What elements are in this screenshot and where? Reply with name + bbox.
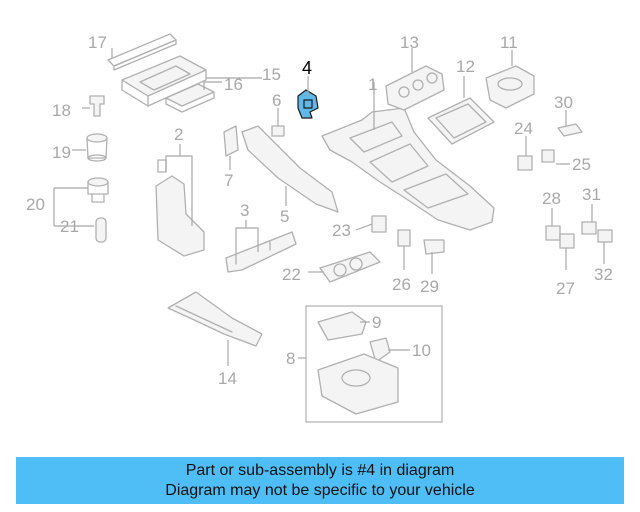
callout-25: 25 bbox=[572, 155, 591, 174]
part-32-switch bbox=[597, 229, 613, 243]
part-1-console bbox=[321, 107, 495, 231]
callout-20: 20 bbox=[26, 195, 45, 214]
banner-line-1: Part or sub-assembly is #4 in diagram bbox=[185, 462, 455, 479]
part-14-duct bbox=[167, 291, 263, 347]
part-29-switch bbox=[423, 239, 445, 255]
callout-5: 5 bbox=[280, 207, 289, 226]
callout-labels: 17 15 16 4 18 19 20 21 2 7 6 3 5 1 13 12… bbox=[26, 33, 613, 388]
callout-14: 14 bbox=[218, 369, 237, 388]
callout-18: 18 bbox=[52, 101, 71, 120]
callout-23: 23 bbox=[332, 221, 351, 240]
callout-21: 21 bbox=[60, 217, 79, 236]
callout-17: 17 bbox=[88, 33, 107, 52]
callout-3: 3 bbox=[240, 201, 249, 220]
part-21-pin bbox=[95, 217, 107, 243]
part-23-switch bbox=[371, 215, 387, 233]
callout-15: 15 bbox=[262, 65, 281, 84]
callout-19: 19 bbox=[52, 143, 71, 162]
part-3-bracket bbox=[225, 231, 297, 273]
callout-8: 8 bbox=[286, 349, 295, 368]
callout-6: 6 bbox=[272, 91, 281, 110]
callout-12: 12 bbox=[456, 57, 475, 76]
leader-lines bbox=[53, 48, 605, 366]
callout-9: 9 bbox=[372, 313, 381, 332]
part-25-switch bbox=[541, 149, 555, 163]
callout-7: 7 bbox=[224, 171, 233, 190]
banner-line-2: Diagram may not be specific to your vehi… bbox=[165, 482, 475, 499]
part-8-box bbox=[305, 305, 443, 423]
callout-32: 32 bbox=[594, 265, 613, 284]
part-24-switch bbox=[517, 155, 533, 171]
callout-30: 30 bbox=[554, 93, 573, 112]
part-22-control bbox=[319, 251, 381, 283]
callout-22: 22 bbox=[282, 265, 301, 284]
part-19-socket bbox=[86, 133, 108, 162]
callout-28: 28 bbox=[542, 189, 561, 208]
part-13-panel bbox=[385, 65, 445, 111]
callout-13: 13 bbox=[400, 33, 419, 52]
part-20-socket bbox=[87, 177, 109, 203]
part-30-cap bbox=[557, 123, 583, 137]
part-2-panel bbox=[155, 159, 205, 257]
callout-10: 10 bbox=[412, 341, 431, 360]
part-11-boot bbox=[485, 65, 535, 109]
part-26-switch bbox=[397, 229, 411, 247]
part-27-switch bbox=[559, 233, 575, 249]
callout-4: 4 bbox=[302, 58, 312, 78]
part-4-highlighted bbox=[297, 89, 319, 119]
parts-diagram: 17 15 16 4 18 19 20 21 2 7 6 3 5 1 13 12… bbox=[26, 33, 613, 423]
callout-26: 26 bbox=[392, 275, 411, 294]
part-31-switch bbox=[581, 221, 597, 235]
callout-16: 16 bbox=[224, 75, 243, 94]
callout-24: 24 bbox=[514, 119, 533, 138]
part-12-tray bbox=[427, 97, 495, 145]
callout-29: 29 bbox=[420, 277, 439, 296]
info-banner: Part or sub-assembly is #4 in diagram Di… bbox=[16, 457, 624, 504]
callout-31: 31 bbox=[582, 185, 601, 204]
part-7-plate bbox=[223, 125, 239, 157]
part-6-clip bbox=[271, 125, 285, 137]
part-17-strip bbox=[107, 33, 177, 71]
part-28-switch bbox=[545, 225, 561, 241]
callout-27: 27 bbox=[556, 279, 575, 298]
part-16-tray bbox=[165, 83, 215, 113]
callout-11: 11 bbox=[500, 33, 518, 52]
part-5-trim bbox=[241, 125, 339, 213]
callout-1: 1 bbox=[368, 75, 377, 94]
callout-2: 2 bbox=[174, 125, 183, 144]
part-18-clip bbox=[89, 95, 105, 117]
